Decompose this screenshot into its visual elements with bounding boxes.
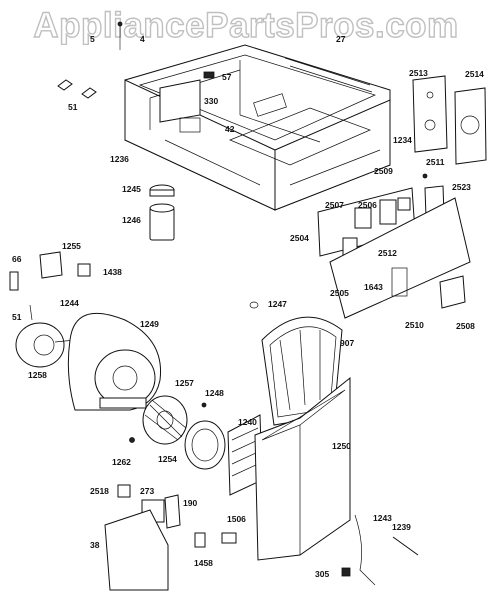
plug-66-part (9, 271, 19, 291)
label-2505: 2505 (330, 288, 349, 298)
screw-2511-part (422, 173, 428, 179)
label-2509: 2509 (374, 166, 393, 176)
label-5: 5 (90, 34, 95, 44)
label-2506: 2506 (358, 200, 377, 210)
clip-1247-part (249, 301, 259, 309)
label-1248: 1248 (205, 388, 224, 398)
label-1643: 1643 (364, 282, 383, 292)
label-2518: 2518 (90, 486, 109, 496)
label-1258: 1258 (28, 370, 47, 380)
switch-1458-part (194, 532, 206, 548)
duct-1250-part (254, 376, 351, 561)
label-1245: 1245 (122, 184, 141, 194)
label-1257: 1257 (175, 378, 194, 388)
label-2504: 2504 (290, 233, 309, 243)
label-330: 330 (204, 96, 218, 106)
label-1246: 1246 (122, 215, 141, 225)
label-2508: 2508 (456, 321, 475, 331)
label-57: 57 (222, 72, 232, 82)
label-305: 305 (315, 569, 329, 579)
ring-1254-part (184, 420, 226, 470)
label-4: 4 (140, 34, 145, 44)
screw-5-head (117, 21, 123, 27)
motor-1258-part (15, 304, 76, 368)
plate-42-part (179, 117, 201, 133)
panel-2510-part (329, 197, 471, 319)
label-42: 42 (225, 124, 235, 134)
label-1254: 1254 (158, 454, 177, 464)
label-2523: 2523 (452, 182, 471, 192)
screw-1248-part (201, 402, 207, 408)
label-1262: 1262 (112, 457, 131, 467)
label-2513: 2513 (409, 68, 428, 78)
label-1240: 1240 (238, 417, 257, 427)
label-1438: 1438 (103, 267, 122, 277)
jar-1246-part (149, 207, 175, 241)
label-51: 51 (68, 102, 78, 112)
switch-1506-part (221, 532, 237, 544)
label-1458: 1458 (194, 558, 213, 568)
fastener-305-part (341, 567, 351, 577)
rod-1239-part (392, 536, 419, 556)
bracket-2513-part (412, 75, 448, 153)
label-273: 273 (140, 486, 154, 496)
label-1234: 1234 (393, 135, 412, 145)
label-2511: 2511 (426, 157, 445, 167)
label-907: 907 (340, 338, 354, 348)
label-1255: 1255 (62, 241, 81, 251)
bracket-330-part (159, 79, 201, 123)
label-1506: 1506 (227, 514, 246, 524)
label-1239: 1239 (392, 522, 411, 532)
label-2514: 2514 (465, 69, 484, 79)
label-1247: 1247 (268, 299, 287, 309)
relay-1438-part (77, 263, 91, 277)
label-2510: 2510 (405, 320, 424, 330)
label-27: 27 (336, 34, 346, 44)
cover-38-part (104, 509, 169, 591)
cover-2508-part (439, 275, 466, 309)
label-1244: 1244 (60, 298, 79, 308)
blower-housing-1249-part (67, 312, 162, 411)
label-1236: 1236 (110, 154, 129, 164)
label-66: 66 (12, 254, 22, 264)
bracket-2514-part (454, 87, 487, 165)
label-1250: 1250 (332, 441, 351, 451)
clip-57-part (203, 71, 215, 79)
bracket-1255-part (39, 251, 63, 279)
filter-907-part (261, 316, 343, 426)
label-2507: 2507 (325, 200, 344, 210)
label-1243: 1243 (373, 513, 392, 523)
clip-2518-part (117, 484, 131, 498)
blower-wheel-1257-part (142, 395, 188, 445)
bracket-190-part (164, 494, 181, 529)
label-38: 38 (90, 540, 100, 550)
label-1249: 1249 (140, 319, 159, 329)
label-190: 190 (183, 498, 197, 508)
label-2512: 2512 (378, 248, 397, 258)
part-labels: 5 4 27 2513 2514 57 330 51 42 1234 1236 … (12, 34, 484, 579)
wire-1243-part (354, 514, 376, 586)
label-51-lower: 51 (12, 312, 22, 322)
screw-1262-part (129, 437, 135, 443)
clips-51-part (57, 79, 97, 99)
